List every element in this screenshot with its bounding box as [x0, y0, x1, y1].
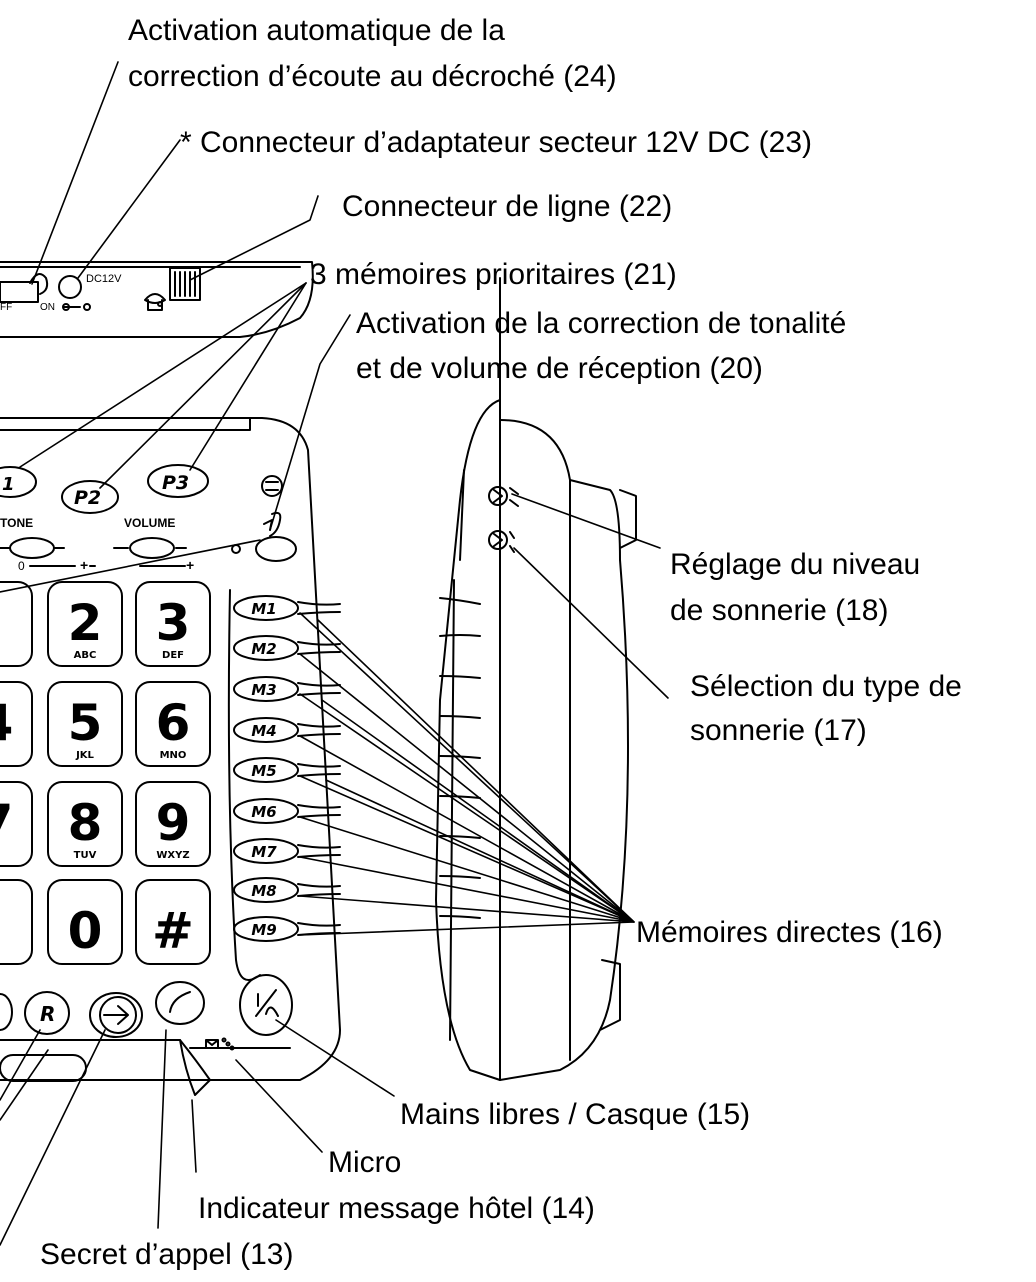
memory-key-5: M5	[251, 762, 276, 780]
digit-key-1: 3	[156, 594, 191, 652]
digit-key-5: 7	[0, 794, 13, 852]
memory-key-7: M7	[251, 843, 277, 861]
label-14: Indicateur message hôtel (14)	[198, 1192, 595, 1225]
phone-printed-text: DC12V FF ON TONE VOLUME 0 + + 1 P2 P3 R …	[0, 273, 277, 1026]
memory-key-6: M6	[251, 803, 276, 821]
label-21: 3 mémoires prioritaires (21)	[310, 258, 677, 291]
label-24-line1: Activation automatique de la	[128, 14, 505, 47]
label-18-line1: Réglage du niveau	[670, 548, 921, 581]
memory-key-2: M2	[251, 640, 276, 658]
volume-label: VOLUME	[124, 516, 175, 530]
label-micro: Micro	[328, 1146, 402, 1179]
label-20-line1: Activation de la correction de tonalité	[356, 307, 847, 340]
digit-key-letters-6: TUV	[74, 850, 97, 861]
digit-key-letters-0: ABC	[74, 650, 97, 661]
label-18-line2: de sonnerie (18)	[670, 594, 889, 627]
connector-panel	[0, 261, 314, 338]
phone-side-view	[435, 277, 637, 1081]
priority-key-3: P3	[162, 472, 189, 494]
phone-jack	[169, 267, 201, 301]
function-keys	[0, 974, 293, 1051]
memory-key-8: M8	[251, 882, 276, 900]
digit-key-7: 9	[156, 794, 191, 852]
priority-keys	[0, 464, 209, 514]
digit-key-letters-4: MNO	[160, 750, 187, 761]
label-23: * Connecteur d’adaptateur secteur 12V DC…	[180, 126, 813, 159]
phone-body	[0, 417, 341, 1096]
digit-key-letters-1: DEF	[162, 650, 184, 661]
plus-sign-tone: +	[80, 557, 88, 573]
off-label: FF	[0, 302, 12, 313]
label-16: Mémoires directes (16)	[636, 916, 943, 949]
memory-key-1: M1	[251, 600, 276, 618]
label-17-line1: Sélection du type de	[690, 670, 962, 703]
minus-sign: 0	[18, 559, 25, 573]
memory-key-9: M9	[251, 921, 276, 939]
dc-label: DC12V	[86, 273, 122, 285]
digit-key-9: #	[152, 902, 194, 960]
digit-keys: 2ABC3DEF4I5JKL6MNO7S8TUV9WXYZ0#	[0, 594, 194, 960]
digit-key-3: 5	[68, 694, 103, 752]
label-13: Secret d’appel (13)	[40, 1238, 294, 1271]
tone-label: TONE	[0, 516, 33, 530]
label-15: Mains libres / Casque (15)	[400, 1098, 751, 1131]
digit-key-0: 2	[68, 594, 103, 652]
memory-key-3: M3	[251, 681, 276, 699]
label-20-line2: et de volume de réception (20)	[356, 352, 763, 385]
label-22: Connecteur de ligne (22)	[342, 190, 673, 223]
digit-key-6: 8	[68, 794, 103, 852]
digit-key-letters-3: JKL	[75, 750, 94, 761]
keypad-keys	[0, 581, 211, 965]
leader-lines	[0, 61, 669, 1246]
memory-key-4: M4	[251, 722, 276, 740]
priority-key-1: 1	[2, 474, 15, 495]
knobs	[0, 475, 297, 567]
on-label: ON	[40, 302, 55, 313]
r-key-label: R	[40, 1002, 55, 1026]
priority-key-2: P2	[74, 487, 101, 509]
memory-keys	[227, 589, 341, 981]
digit-key-8: 0	[68, 902, 103, 960]
plus-sign-volume: +	[186, 557, 194, 573]
digit-key-4: 6	[156, 694, 191, 752]
label-17-line2: sonnerie (17)	[690, 714, 867, 747]
digit-key-letters-7: WXYZ	[156, 850, 189, 861]
label-24-line2: correction d’écoute au décroché (24)	[128, 60, 617, 93]
digit-key-2: 4	[0, 694, 13, 752]
